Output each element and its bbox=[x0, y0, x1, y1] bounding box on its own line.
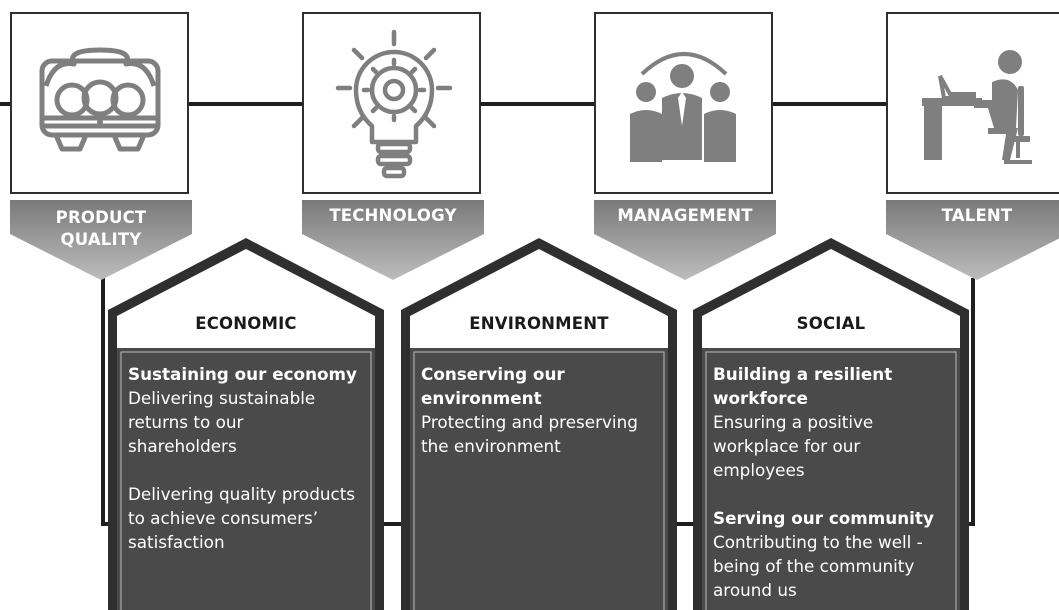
item-line: shareholders bbox=[128, 436, 237, 456]
ribbon-label-product-quality: PRODUCT QUALITY bbox=[10, 207, 192, 251]
pillar-social-shape bbox=[693, 238, 969, 610]
item-line: the environment bbox=[421, 436, 561, 456]
pillar-body-environment: Conserving our environment Protecting an… bbox=[421, 362, 665, 458]
item-line: around us bbox=[713, 580, 797, 600]
pillar-title-economic: ECONOMIC bbox=[195, 314, 297, 333]
egg-tray-icon bbox=[39, 47, 161, 152]
icon-box-product-quality bbox=[10, 12, 189, 194]
category-label: PRODUCT QUALITY bbox=[55, 208, 147, 249]
pillar-environment-shape bbox=[401, 238, 677, 610]
pillar-body-economic: Sustaining our economy Delivering sustai… bbox=[128, 362, 372, 554]
item-line: to achieve consumers’ bbox=[128, 508, 319, 528]
item-line: workplace for our bbox=[713, 436, 861, 456]
icon-box-talent bbox=[886, 12, 1059, 194]
pillar-title-social: SOCIAL bbox=[796, 314, 866, 333]
pillar-title-environment: ENVIRONMENT bbox=[469, 314, 609, 333]
ribbon-talent bbox=[886, 200, 1059, 280]
item-line: Protecting and preserving bbox=[421, 412, 638, 432]
pillar-economic-shape bbox=[108, 238, 384, 610]
ribbon-label-management: MANAGEMENT bbox=[594, 205, 776, 227]
item-line: satisfaction bbox=[128, 532, 225, 552]
icon-box-management bbox=[594, 12, 773, 194]
ribbon-product-quality bbox=[10, 200, 192, 280]
ribbon-management bbox=[594, 200, 776, 280]
category-label: TALENT bbox=[941, 206, 1013, 225]
item-heading: Serving our community bbox=[713, 508, 934, 528]
item-line: employees bbox=[713, 460, 805, 480]
person-at-desk-icon bbox=[922, 50, 1032, 164]
item-heading: Conserving our environment bbox=[421, 364, 565, 408]
item-line: Ensuring a positive bbox=[713, 412, 874, 432]
icon-box-technology bbox=[302, 12, 481, 194]
ribbon-label-talent: TALENT bbox=[886, 205, 1059, 227]
category-label: TECHNOLOGY bbox=[329, 206, 457, 225]
ribbon-label-technology: TECHNOLOGY bbox=[302, 205, 484, 227]
pillar-body-social: Building a resilient workforce Ensuring … bbox=[713, 362, 957, 602]
ribbon-technology bbox=[302, 200, 484, 280]
item-heading: Sustaining our economy bbox=[128, 364, 357, 384]
item-line: returns to our bbox=[128, 412, 244, 432]
gear-lightbulb-icon bbox=[335, 29, 453, 179]
item-line: Contributing to the well - bbox=[713, 532, 923, 552]
item-line: being of the community bbox=[713, 556, 915, 576]
item-line: Delivering quality products bbox=[128, 484, 356, 504]
item-heading: Building a resilient workforce bbox=[713, 364, 893, 408]
category-label: MANAGEMENT bbox=[617, 206, 753, 225]
item-line: Delivering sustainable bbox=[128, 388, 316, 408]
team-leader-icon bbox=[630, 52, 736, 162]
